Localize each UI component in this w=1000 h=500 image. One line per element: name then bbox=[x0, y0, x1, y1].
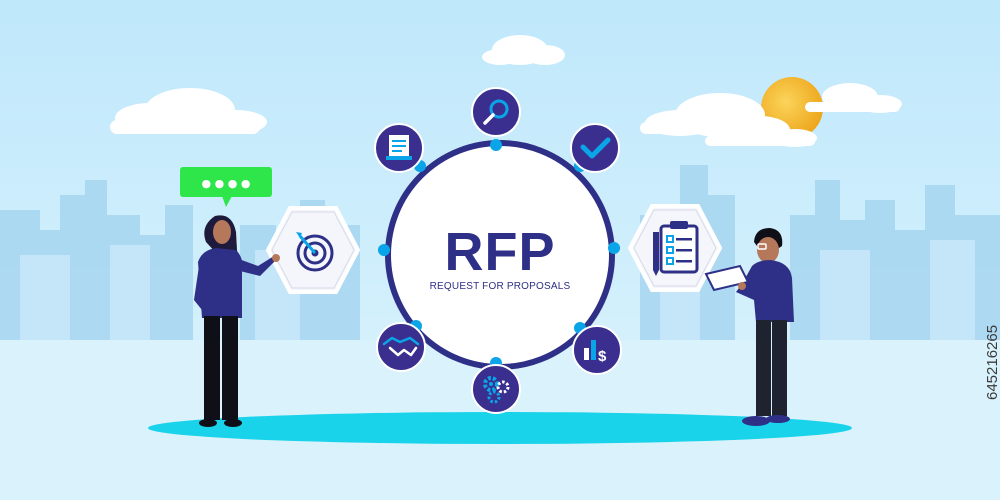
svg-text:$: $ bbox=[598, 348, 607, 365]
node-chart: $ bbox=[572, 325, 622, 375]
infographic-subtitle: REQUEST FOR PROPOSALS bbox=[429, 281, 571, 292]
speech-bubble-dots: ● ● ● ● bbox=[202, 177, 251, 190]
cloud bbox=[805, 83, 902, 113]
man-figure bbox=[704, 228, 794, 426]
node-search bbox=[471, 87, 521, 137]
cloud bbox=[110, 88, 267, 134]
search-icon bbox=[483, 99, 509, 125]
node-document bbox=[374, 123, 424, 173]
woman-figure bbox=[194, 215, 280, 427]
infographic-title: RFP bbox=[444, 222, 556, 282]
gears-icon bbox=[483, 376, 510, 404]
title-block: RFP REQUEST FOR PROPOSALS bbox=[410, 225, 590, 292]
checklist-icon bbox=[653, 221, 699, 276]
document-icon bbox=[386, 135, 412, 160]
ground-platform bbox=[148, 412, 852, 444]
hexagon-checklist bbox=[627, 204, 723, 292]
handshake-icon bbox=[382, 336, 420, 357]
speech-bubble bbox=[180, 167, 272, 207]
node-check bbox=[570, 123, 620, 173]
cloud bbox=[705, 116, 817, 147]
checkmark-icon bbox=[580, 137, 611, 159]
cloud bbox=[482, 35, 565, 65]
chart-dollar-icon: $ bbox=[584, 340, 607, 365]
node-gears bbox=[471, 364, 521, 414]
target-icon bbox=[296, 232, 334, 272]
hexagon-target bbox=[265, 206, 361, 294]
stock-id: 645216265 bbox=[984, 324, 1000, 400]
node-handshake bbox=[376, 322, 426, 372]
